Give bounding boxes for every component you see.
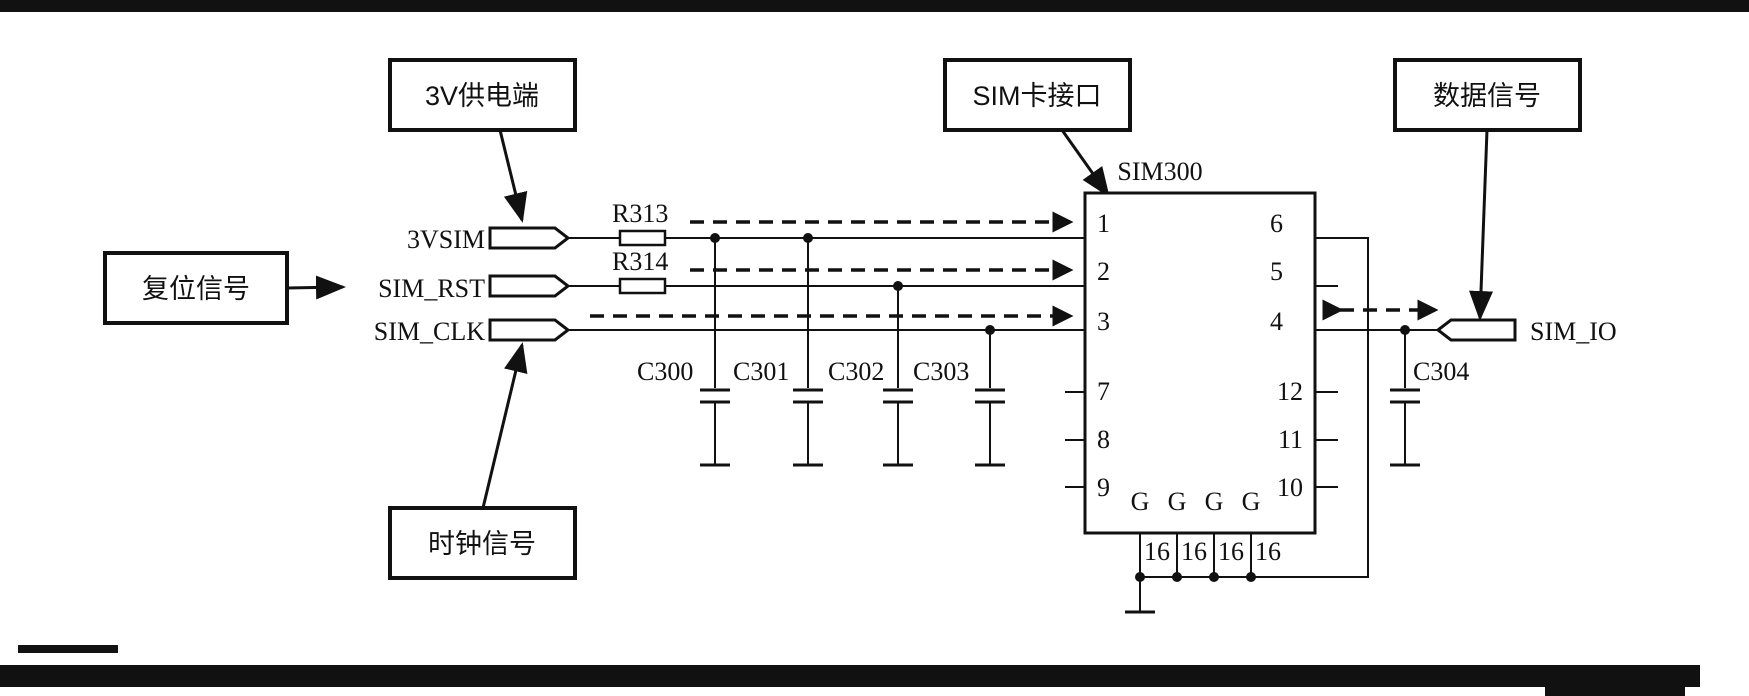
callout-clock-label: 时钟信号 [428,529,536,559]
port-sim-rst [488,274,571,298]
chip-ground-pin-3: 16 [1218,537,1244,566]
chip-ground-pin-4: 16 [1255,537,1281,566]
callout-reset-signal: 复位信号 [103,251,289,325]
arrow-clock-to-clk [481,342,528,509]
chip-pin-left-1: 1 [1097,209,1110,238]
capacitor-c304-label: C304 [1413,357,1469,386]
capacitor-c301 [793,388,823,467]
chip-pin-left-2: 2 [1097,257,1110,286]
arrow-reset-to-rst [286,275,346,300]
chip-name: SIM300 [1117,157,1202,186]
bottom-right-mark [1545,687,1685,696]
resistor-r313 [618,229,667,247]
capacitor-c304 [1390,388,1420,467]
port-sim-clk [488,318,571,342]
pin6-ground-route [1253,237,1369,578]
arrow-data-to-io [1469,129,1493,321]
capacitor-c302-label: C302 [828,357,884,386]
port-3vsim [488,226,571,250]
chip-ground-pin-2: 16 [1181,537,1207,566]
callout-data-signal: 数据信号 [1393,58,1582,132]
callout-power-label: 3V供电端 [425,81,539,111]
port-sim-io [1435,318,1517,342]
chip-ground-label-4: G [1242,487,1261,516]
callout-sim-interface-label: SIM卡接口 [972,81,1101,111]
resistor-r313-label: R313 [612,199,668,228]
arrow-power-to-vsim [498,129,528,223]
resistor-r314-label: R314 [612,247,668,276]
chip-pin-left-8: 8 [1097,425,1110,454]
net-label-sim-io: SIM_IO [1530,317,1617,346]
capacitor-c303 [975,388,1005,467]
capacitor-c301-label: C301 [733,357,789,386]
net-label-sim-rst: SIM_RST [378,274,485,303]
arrow-sim-interface-to-chip [1060,129,1110,198]
resistor-r314 [618,277,667,295]
chip-pin-right-5: 5 [1270,257,1283,286]
callout-sim-interface: SIM卡接口 [943,58,1132,132]
capacitor-c300-label: C300 [637,357,693,386]
net-label-sim-clk: SIM_CLK [374,317,485,346]
callout-reset-label: 复位信号 [142,274,250,304]
callout-clock-signal: 时钟信号 [388,506,577,580]
capacitor-c300 [700,388,730,467]
bottom-border-bar [0,665,1700,687]
chip-ground-pin-1: 16 [1144,537,1170,566]
chip-pin-right-11: 11 [1278,425,1303,454]
chip-sim300 [1083,191,1317,535]
chip-pin-right-4: 4 [1270,307,1283,336]
net-label-3vsim: 3VSIM [407,225,485,254]
callout-power-supply: 3V供电端 [388,58,577,132]
callout-data-label: 数据信号 [1433,81,1541,111]
chip-pin-right-12: 12 [1277,377,1303,406]
chip-pin-left-9: 9 [1097,473,1110,502]
chip-ground-label-2: G [1168,487,1187,516]
capacitor-c303-label: C303 [913,357,969,386]
chip-ground-label-1: G [1131,487,1150,516]
bottom-left-mark [18,645,118,653]
capacitor-c302 [883,388,913,467]
chip-pin-left-7: 7 [1097,377,1110,406]
chip-ground-label-3: G [1205,487,1224,516]
top-border-bar [0,0,1749,12]
chip-pin-left-3: 3 [1097,307,1110,336]
chip-pin-right-10: 10 [1277,473,1303,502]
chip-pin-right-6: 6 [1270,209,1283,238]
